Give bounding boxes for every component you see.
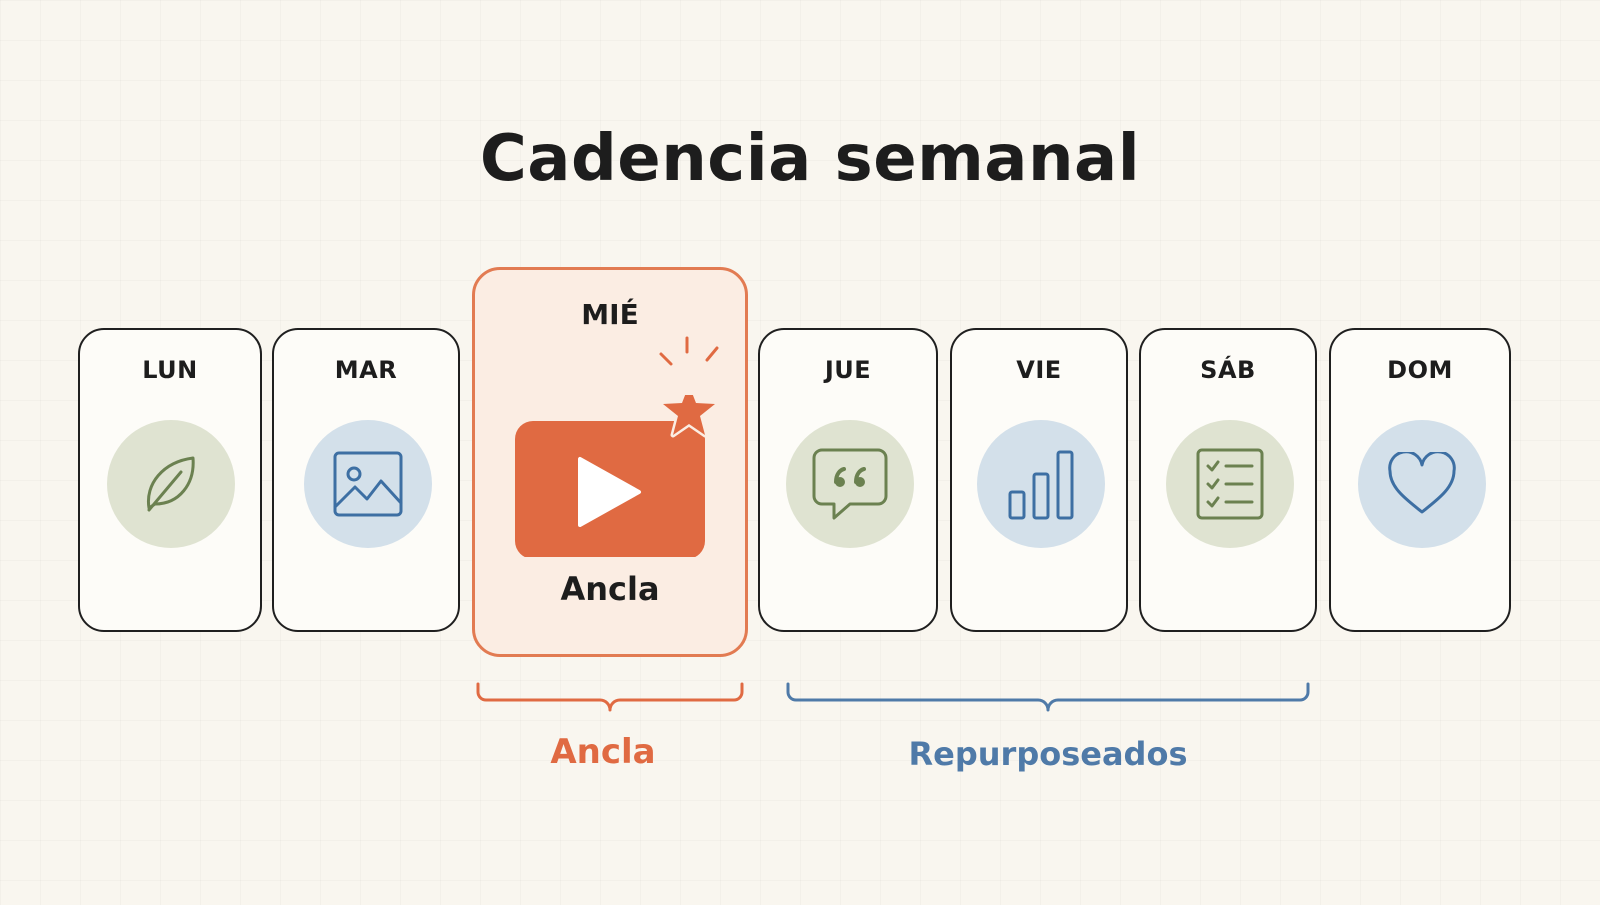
repurposed-group-label: Repurposeados xyxy=(908,735,1188,773)
quote-bubble-icon xyxy=(812,448,888,520)
day-label: SÁB xyxy=(1200,356,1256,384)
day-card-dom[interactable]: DOM xyxy=(1329,328,1511,632)
icon-circle xyxy=(107,420,235,548)
day-card-sab[interactable]: SÁB xyxy=(1139,328,1317,632)
icon-circle xyxy=(1166,420,1294,548)
anchor-bracket xyxy=(476,682,744,712)
day-card-mar[interactable]: MAR xyxy=(272,328,460,632)
page-title: Cadencia semanal xyxy=(479,122,1141,196)
day-label: MIÉ xyxy=(581,298,639,331)
day-card-jue[interactable]: JUE xyxy=(758,328,938,632)
icon-circle xyxy=(1358,420,1486,548)
icon-circle xyxy=(977,420,1105,548)
day-label: JUE xyxy=(824,356,872,384)
anchor-group-label: Ancla xyxy=(550,732,656,772)
day-card-mie-anchor[interactable]: MIÉ Ancla xyxy=(472,267,748,657)
image-icon xyxy=(333,451,403,517)
anchor-caption: Ancla xyxy=(560,570,660,608)
heart-icon xyxy=(1388,452,1456,514)
bar-chart-icon xyxy=(1008,450,1074,520)
leaf-icon xyxy=(146,456,195,512)
day-label: DOM xyxy=(1387,356,1453,384)
sparkle-lines xyxy=(659,336,719,366)
checklist-icon xyxy=(1196,448,1264,520)
icon-circle xyxy=(304,420,432,548)
day-label: VIE xyxy=(1016,356,1062,384)
day-label: MAR xyxy=(334,356,398,384)
day-label: LUN xyxy=(142,356,198,384)
video-play-star-icon xyxy=(515,395,718,557)
icon-circle xyxy=(786,420,914,548)
day-card-vie[interactable]: VIE xyxy=(950,328,1128,632)
day-card-lun[interactable]: LUN xyxy=(78,328,262,632)
repurposed-bracket xyxy=(786,682,1310,712)
